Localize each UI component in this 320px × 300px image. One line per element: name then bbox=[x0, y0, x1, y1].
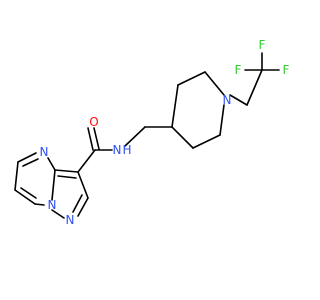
bond-nbridge-c3a bbox=[51, 169, 56, 201]
atom-nitrogen-bridge: N bbox=[48, 198, 57, 212]
atom-fluorine-3: F bbox=[283, 63, 290, 77]
bond-c3-c2 bbox=[77, 171, 89, 199]
bond-c3a-c3-inner bbox=[57, 175, 77, 179]
bond-npym-c5-a bbox=[17, 152, 37, 163]
bond-c6-npip bbox=[219, 104, 225, 136]
bond-c2-npz-b bbox=[72, 194, 83, 213]
bond-npz-nbridge bbox=[51, 209, 65, 219]
bond-c6-c7-a bbox=[14, 189, 36, 205]
bond-carbonyl-c3 bbox=[77, 149, 96, 173]
atom-nitrogen-amide: N bbox=[113, 143, 122, 157]
bond-ch2-npip bbox=[229, 94, 248, 106]
atom-fluorine-2: F bbox=[259, 38, 266, 52]
bond-c5-c6 bbox=[14, 161, 19, 191]
bond-c4-c5 bbox=[171, 126, 194, 149]
atom-nitrogen-pyrimidine: N bbox=[40, 145, 49, 159]
bond-c3a-npym bbox=[47, 157, 56, 171]
bond-carbonyl-o-b bbox=[93, 127, 100, 150]
atom-hydrogen-amide: H bbox=[122, 143, 131, 157]
bond-c6-c7-b bbox=[20, 187, 37, 199]
bond-c3-c3a bbox=[54, 169, 79, 173]
molecule-canvas: F F F N N H O N N N bbox=[14, 38, 290, 227]
bond-c2-npz-a bbox=[77, 197, 89, 217]
atom-nitrogen-pyrazole: N bbox=[66, 213, 75, 227]
bond-carbonyl-o-a bbox=[87, 127, 94, 151]
atom-oxygen-carbonyl: O bbox=[89, 115, 98, 129]
bond-cf3-ch2 bbox=[246, 69, 263, 106]
bond-c5-c6 bbox=[192, 134, 221, 149]
atom-nitrogen-piperidine: N bbox=[223, 93, 232, 107]
bond-ch2-namide bbox=[124, 126, 146, 147]
bond-npym-c5-b bbox=[22, 158, 39, 167]
bond-c3-c4 bbox=[171, 84, 179, 128]
bond-c2-c3 bbox=[177, 71, 206, 86]
atom-fluorine-1: F bbox=[235, 63, 242, 77]
bond-c7-nbridge bbox=[34, 203, 45, 206]
molecule-structure: F F F N N H O N N N bbox=[14, 38, 290, 227]
bond-npip-c2 bbox=[204, 71, 225, 96]
